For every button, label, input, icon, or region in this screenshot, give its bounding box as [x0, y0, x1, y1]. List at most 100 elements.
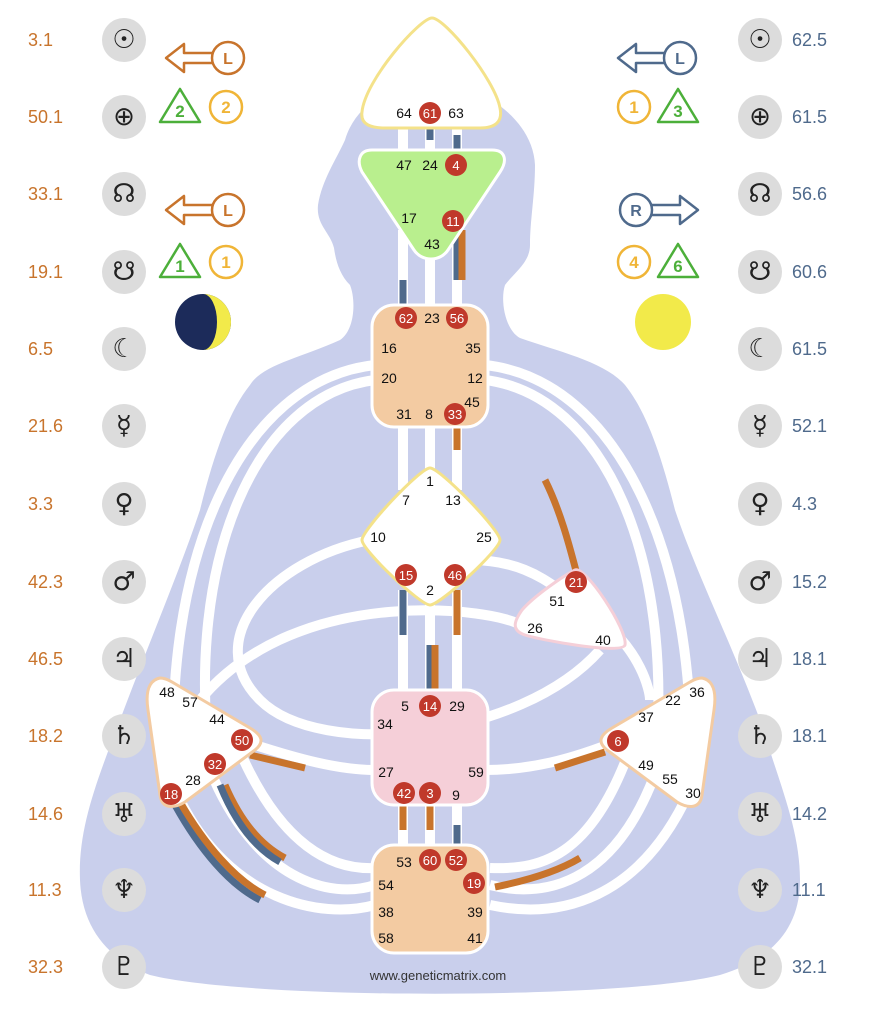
gate-52: 52 — [445, 849, 467, 871]
gate-2: 2 — [426, 582, 434, 598]
gate-active-marker — [395, 564, 417, 586]
gate-active-marker — [231, 729, 253, 751]
uranus-icon: ♅ — [102, 792, 146, 836]
triangle-number: 1 — [175, 257, 184, 276]
planet-value: 3.3 — [28, 493, 54, 514]
gate-50: 50 — [231, 729, 253, 751]
gate-1: 1 — [426, 473, 434, 489]
design-top-triangle: 2 — [158, 87, 202, 124]
gate-number: 37 — [638, 709, 654, 725]
gate-number: 14 — [423, 699, 437, 714]
gate-6: 6 — [607, 730, 629, 752]
planet-row-north-node: 33.1☊ — [28, 172, 146, 216]
sun-icon: ☉ — [102, 18, 146, 62]
gate-number: 11 — [446, 214, 460, 229]
footer-website: www.geneticmatrix.com — [369, 968, 507, 983]
gate-number: 16 — [381, 340, 397, 356]
gate-number: 49 — [638, 757, 654, 773]
gate-number: 21 — [569, 575, 583, 590]
planet-row-mars: ♂15.2 — [738, 560, 844, 604]
planet-row-pluto: ♇32.1 — [738, 945, 844, 989]
earth-icon: ⊕ — [738, 95, 782, 139]
planet-row-mercury: 21.6☿ — [28, 404, 146, 448]
jupiter-icon: ♃ — [738, 637, 782, 681]
mars-icon: ♂ — [738, 560, 782, 604]
gate-number: 63 — [448, 105, 464, 121]
gate-number: 32 — [208, 757, 222, 772]
gate-number: 46 — [448, 568, 462, 583]
personality-bottom-triangle: 6 — [656, 242, 700, 279]
gate-62: 62 — [395, 307, 417, 329]
planet-row-sun: 3.1☉ — [28, 18, 146, 62]
gate-number: 31 — [396, 406, 412, 422]
venus-icon: ♀ — [102, 482, 146, 526]
gate-number: 4 — [452, 158, 459, 173]
gate-42: 42 — [393, 782, 415, 804]
gate-number: 41 — [467, 930, 483, 946]
gate-29: 29 — [449, 698, 465, 714]
gate-number: 54 — [378, 877, 394, 893]
planet-value: 62.5 — [792, 29, 828, 50]
planet-row-jupiter: ♃18.1 — [738, 637, 844, 681]
gate-24: 24 — [422, 157, 438, 173]
gate-33: 33 — [444, 403, 466, 425]
gate-48: 48 — [159, 684, 175, 700]
gate-number: 1 — [426, 473, 434, 489]
triangle-number: 6 — [673, 257, 682, 276]
arrow-letter: L — [223, 203, 233, 220]
planet-row-jupiter: 46.5♃ — [28, 637, 146, 681]
gate-58: 58 — [378, 930, 394, 946]
gate-active-marker — [442, 210, 464, 232]
throat-center — [370, 303, 490, 429]
gate-number: 39 — [467, 904, 483, 920]
arrow-letter: L — [675, 51, 685, 68]
gate-number: 8 — [425, 406, 433, 422]
gate-38: 38 — [378, 904, 394, 920]
gate-number: 13 — [445, 492, 461, 508]
gate-number: 24 — [422, 157, 438, 173]
gate-55: 55 — [662, 771, 678, 787]
planet-row-neptune: 11.3♆ — [28, 868, 146, 912]
planet-value: 32.3 — [28, 956, 64, 977]
gate-active-marker — [446, 307, 468, 329]
planet-row-venus: 3.3 ♀ — [28, 482, 146, 526]
moon-icon: ☾ — [102, 327, 146, 371]
gate-31: 31 — [396, 406, 412, 422]
planet-row-venus: ♀4.3 — [738, 482, 844, 526]
gate-number: 30 — [685, 785, 701, 801]
mars-icon: ♂ — [102, 560, 146, 604]
personality-sun-phase — [635, 294, 691, 350]
gate-8: 8 — [425, 406, 433, 422]
north-node-icon: ☊ — [738, 172, 782, 216]
personality-top-circle: 1 — [616, 89, 652, 125]
gate-13: 13 — [445, 492, 461, 508]
gate-number: 53 — [396, 854, 412, 870]
gate-number: 60 — [423, 853, 437, 868]
gate-37: 37 — [638, 709, 654, 725]
gate-number: 52 — [449, 853, 463, 868]
planet-row-south-node: ☋60.6 — [738, 250, 844, 294]
gate-11: 11 — [442, 210, 464, 232]
triangle-number: 2 — [175, 102, 184, 121]
personality-bottom-arrow: R — [618, 192, 700, 228]
gate-number: 3 — [426, 786, 433, 801]
planet-value: 4.3 — [792, 493, 818, 514]
planet-row-pluto: 32.3 ♇ — [28, 945, 146, 989]
planet-row-moon: ☾61.5 — [738, 327, 844, 371]
gate-number: 45 — [464, 394, 480, 410]
gate-number: 25 — [476, 529, 492, 545]
personality-top-triangle: 3 — [656, 87, 700, 124]
gate-22: 22 — [665, 692, 681, 708]
planet-value: 42.3 — [28, 571, 64, 592]
gate-number: 64 — [396, 105, 412, 121]
planet-value: 14.6 — [28, 803, 64, 824]
jupiter-icon: ♃ — [102, 637, 146, 681]
planet-value: 18.1 — [792, 725, 828, 746]
gate-number: 15 — [399, 568, 413, 583]
gate-12: 12 — [467, 370, 483, 386]
pluto-icon: ♇ — [102, 945, 146, 989]
gate-number: 22 — [665, 692, 681, 708]
